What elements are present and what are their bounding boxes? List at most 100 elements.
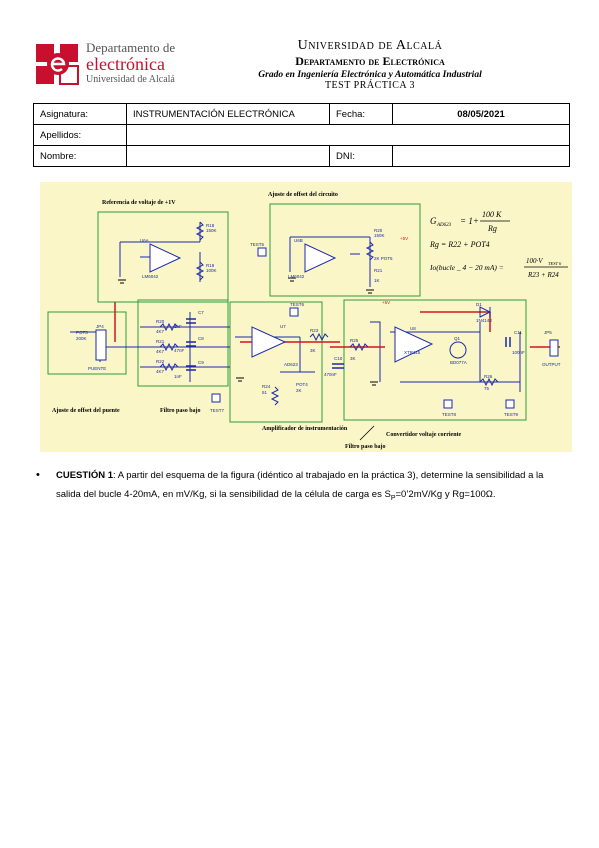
degree-title: Grado en Ingeniería Electrónica y Automá… xyxy=(258,70,482,80)
circuit-schematic: Referencia de voltaje de +1V Ajuste de o… xyxy=(40,182,572,452)
svg-text:R21: R21 xyxy=(374,268,383,273)
test8-point xyxy=(443,399,453,409)
logo-line3: Universidad de Alcalá xyxy=(86,74,175,85)
svg-text:U8: U8 xyxy=(410,326,416,331)
filter2-arrow xyxy=(359,425,375,441)
eq-io-lhs: Io(bucle _ 4 − 20 mA) = xyxy=(429,263,504,272)
svg-text:C7: C7 xyxy=(198,310,204,315)
svg-text:4K7: 4K7 xyxy=(156,369,165,374)
question-body2: =0’2mV/Kg y Rg=100Ω. xyxy=(395,489,496,500)
svg-text:C10: C10 xyxy=(334,356,343,361)
fecha-value: 08/05/2021 xyxy=(392,103,570,125)
frame-filter1 xyxy=(137,299,229,387)
test6-point xyxy=(289,307,299,317)
resistors xyxy=(159,221,499,406)
dni-field[interactable] xyxy=(392,145,570,167)
frame-offset-circuit xyxy=(269,203,421,297)
svg-text:TEST5: TEST5 xyxy=(250,242,265,247)
svg-text:R20: R20 xyxy=(156,319,165,324)
svg-text:D1: D1 xyxy=(476,302,482,307)
eq-io-num-sub: TEST 6 xyxy=(548,261,562,266)
label-offset-circuit: Ajuste de offset del circuito xyxy=(268,192,338,198)
eq-g-lhs: G xyxy=(430,216,437,226)
svg-text:U6A: U6A xyxy=(140,238,149,243)
eq-g-den: Rg xyxy=(487,224,497,233)
svg-text:47nF: 47nF xyxy=(174,348,185,353)
opamp-u8 xyxy=(394,326,434,363)
dni-label: DNI: xyxy=(329,145,393,167)
opamp-u7 xyxy=(251,326,287,358)
svg-text:R19: R19 xyxy=(206,263,215,268)
eq-rg: Rg = R22 + POT4 xyxy=(429,240,490,249)
svg-text:U6B: U6B xyxy=(294,238,303,243)
frame-converter xyxy=(343,299,527,421)
eq-g-sub: AD623 xyxy=(436,223,452,228)
label-converter: Convertidor voltaje corriente xyxy=(386,432,462,438)
student-form: Asignatura: INSTRUMENTACIÓN ELECTRÓNICA … xyxy=(33,103,570,167)
svg-text:TEST7: TEST7 xyxy=(210,408,225,413)
test-points xyxy=(95,247,559,409)
transistor-q1 xyxy=(449,341,467,359)
opamp-u6b xyxy=(304,243,337,273)
svg-text:U7: U7 xyxy=(280,324,286,329)
svg-text:R22: R22 xyxy=(156,359,165,364)
svg-text:AD623: AD623 xyxy=(284,362,298,367)
svg-text:R20: R20 xyxy=(374,228,383,233)
apellidos-field[interactable] xyxy=(126,124,570,146)
svg-text:R26: R26 xyxy=(484,374,493,379)
eq-g-rhs: = 1+ xyxy=(460,216,479,226)
label-ref: Referencia de voltaje de +1V xyxy=(102,200,176,206)
svg-text:TEST8: TEST8 xyxy=(442,412,457,417)
apellidos-label: Apellidos: xyxy=(33,124,127,146)
label-offset-bridge: Ajuste de offset del puente xyxy=(52,408,120,414)
frame-offset-bridge xyxy=(47,311,127,375)
svg-text:TEST6: TEST6 xyxy=(290,302,305,307)
jp4-connector xyxy=(95,329,107,361)
question-text: CUESTIÓN 1: A partir del esquema de la f… xyxy=(56,466,570,508)
frame-ref xyxy=(97,211,229,303)
circuit-diagram: Referencia de voltaje de +1V Ajuste de o… xyxy=(47,192,568,450)
svg-text:LM6042: LM6042 xyxy=(142,274,159,279)
svg-text:3K: 3K xyxy=(350,356,356,361)
svg-text:4K7: 4K7 xyxy=(156,349,165,354)
svg-text:C9: C9 xyxy=(198,360,204,365)
svg-text:JP5: JP5 xyxy=(544,330,552,335)
department-title: Departamento de Electrónica xyxy=(295,54,445,68)
svg-text:1K: 1K xyxy=(374,278,380,283)
svg-text:PUENTE: PUENTE xyxy=(88,366,106,371)
svg-text:R25: R25 xyxy=(350,338,359,343)
svg-text:1nF: 1nF xyxy=(174,374,182,379)
svg-text:150K: 150K xyxy=(206,228,217,233)
svg-text:470nF: 470nF xyxy=(324,372,337,377)
nombre-label: Nombre: xyxy=(33,145,127,167)
svg-text:Q1: Q1 xyxy=(454,336,461,341)
svg-text:1N4148: 1N4148 xyxy=(476,318,492,323)
nombre-field[interactable] xyxy=(126,145,330,167)
svg-text:C8: C8 xyxy=(198,336,204,341)
svg-text:POT3: POT3 xyxy=(76,330,88,335)
svg-text:R23: R23 xyxy=(310,328,319,333)
asignatura-label: Asignatura: xyxy=(33,103,127,125)
question-1: • CUESTIÓN 1: A partir del esquema de la… xyxy=(36,466,570,508)
svg-text:150K: 150K xyxy=(374,233,385,238)
svg-text:1nF: 1nF xyxy=(174,324,182,329)
question-label: CUESTIÓN 1 xyxy=(56,470,114,481)
opamps xyxy=(149,243,434,363)
test7-point xyxy=(211,393,221,403)
svg-text:51: 51 xyxy=(262,390,268,395)
svg-text:OUTPUT: OUTPUT xyxy=(542,362,561,367)
asignatura-value: INSTRUMENTACIÓN ELECTRÓNICA xyxy=(126,103,330,125)
test5-point xyxy=(257,247,267,257)
equations: G AD623 = 1+ 100 K Rg Rg = R22 + POT4 Io… xyxy=(429,210,568,279)
svg-text:R21: R21 xyxy=(156,339,165,344)
block-frames xyxy=(47,203,527,423)
eq-io-den: R23 + R24 xyxy=(527,271,559,279)
eq-io-num: 100·V xyxy=(526,257,543,265)
svg-text:JP4: JP4 xyxy=(96,324,104,329)
svg-text:4K7: 4K7 xyxy=(156,329,165,334)
bullet-icon: • xyxy=(36,469,40,481)
department-logo: Departamento de electrónica Universidad … xyxy=(34,40,194,90)
svg-text:R24: R24 xyxy=(262,384,271,389)
label-filter2: Filtro paso bajo xyxy=(345,444,386,450)
svg-text:2K POT5: 2K POT5 xyxy=(374,256,393,261)
